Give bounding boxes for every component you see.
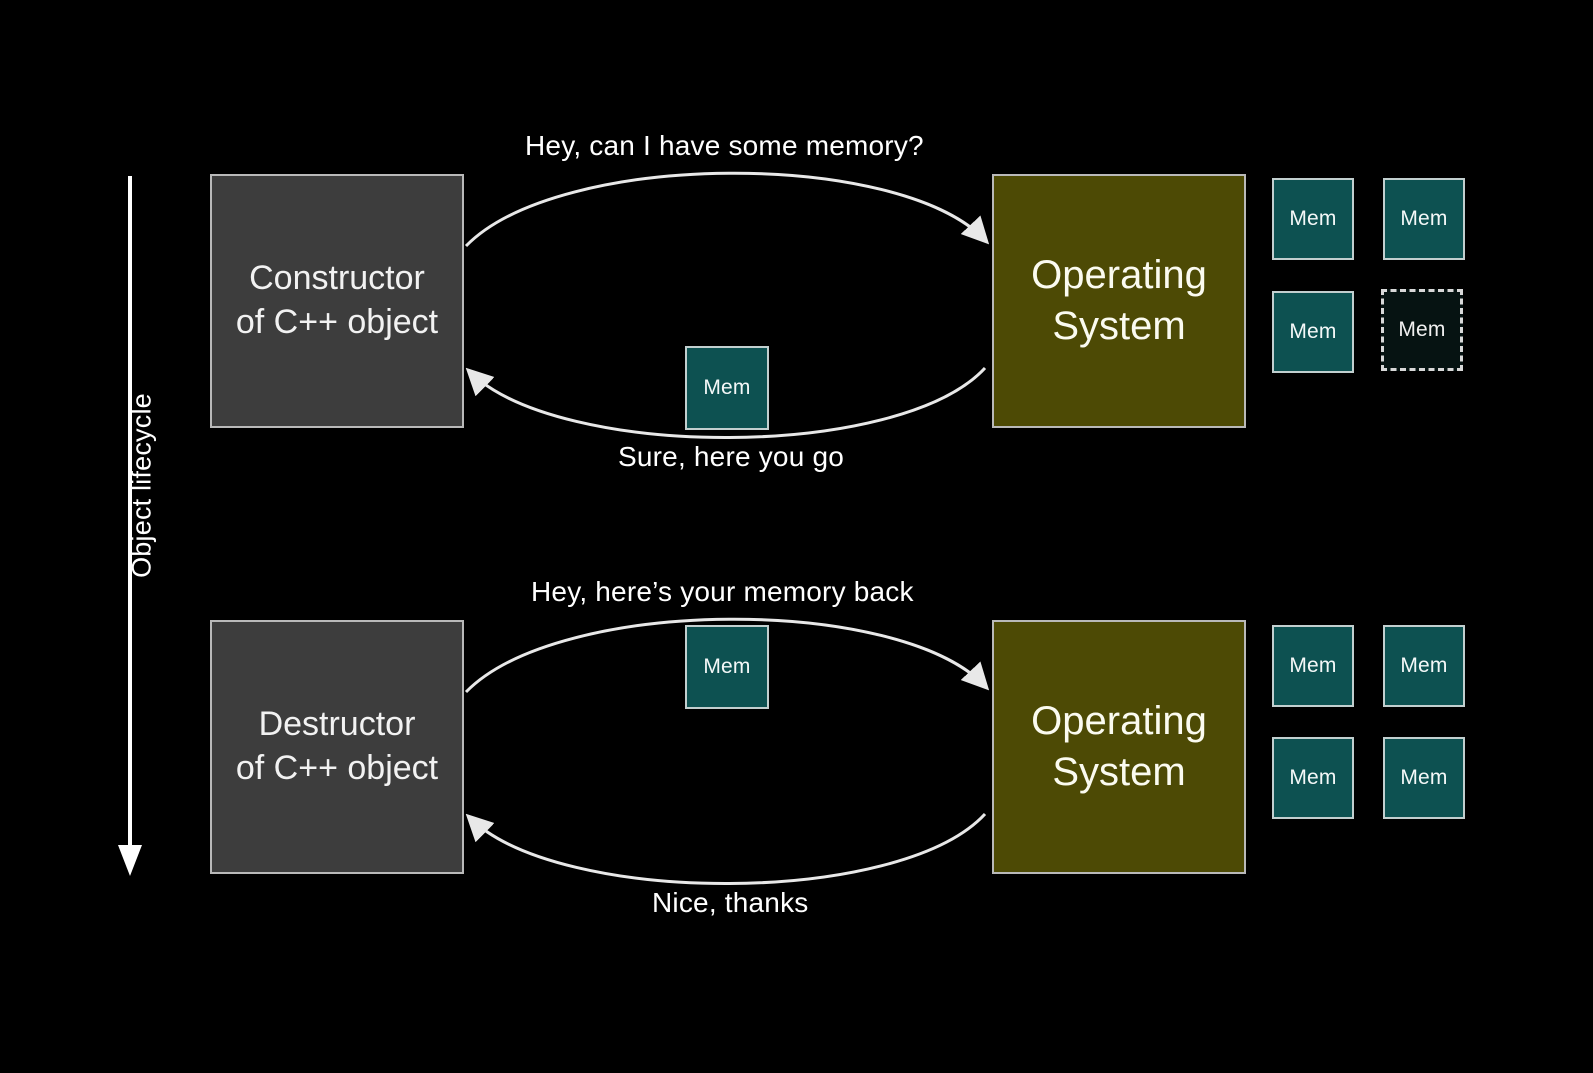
message-request-construction: Hey, can I have some memory?	[525, 130, 924, 161]
message-reply-destruction: Nice, thanks	[652, 887, 809, 918]
memory-chip-label: Mem	[1398, 318, 1446, 341]
operating-system-label-top: Operating System	[1031, 252, 1207, 348]
memory-chip-label: Mem	[1289, 766, 1337, 789]
destructor-label: Destructor of C++ object	[235, 705, 439, 787]
arrow-reply-destruction	[465, 812, 987, 885]
constructor-label: Constructor of C++ object	[235, 259, 439, 341]
operating-system-box-bottom: Operating System	[992, 620, 1246, 874]
memory-chip-label: Mem	[703, 376, 751, 399]
arrow-request-construction	[464, 171, 990, 248]
memory-pool-block-top-1: Mem	[1383, 178, 1465, 260]
memory-pool-block-bottom-3: Mem	[1383, 737, 1465, 819]
operating-system-label-bottom: Operating System	[1031, 698, 1207, 794]
destructor-box: Destructor of C++ object	[210, 620, 464, 874]
memory-chip-label: Mem	[1400, 766, 1448, 789]
memory-pool-block-top-3-empty: Mem	[1381, 289, 1463, 371]
operating-system-box-top: Operating System	[992, 174, 1246, 428]
memory-pool-block-bottom-0: Mem	[1272, 625, 1354, 707]
memory-chip-label: Mem	[1289, 207, 1337, 230]
memory-chip-label: Mem	[1400, 207, 1448, 230]
memory-chip-label: Mem	[1400, 654, 1448, 677]
object-lifecycle-axis: Object lifecycle	[110, 170, 170, 880]
memory-pool-block-bottom-2: Mem	[1272, 737, 1354, 819]
constructor-box: Constructor of C++ object	[210, 174, 464, 428]
message-request-destruction: Hey, here’s your memory back	[531, 576, 914, 607]
memory-chip-in-transit-destruction: Mem	[685, 625, 769, 709]
memory-chip-in-transit-construction: Mem	[685, 346, 769, 430]
object-lifecycle-label: Object lifecycle	[126, 393, 157, 578]
memory-pool-block-top-2: Mem	[1272, 291, 1354, 373]
message-reply-construction: Sure, here you go	[618, 441, 844, 472]
memory-chip-label: Mem	[1289, 320, 1337, 343]
memory-chip-label: Mem	[1289, 654, 1337, 677]
memory-chip-label: Mem	[703, 655, 751, 678]
memory-pool-block-top-0: Mem	[1272, 178, 1354, 260]
memory-pool-block-bottom-1: Mem	[1383, 625, 1465, 707]
